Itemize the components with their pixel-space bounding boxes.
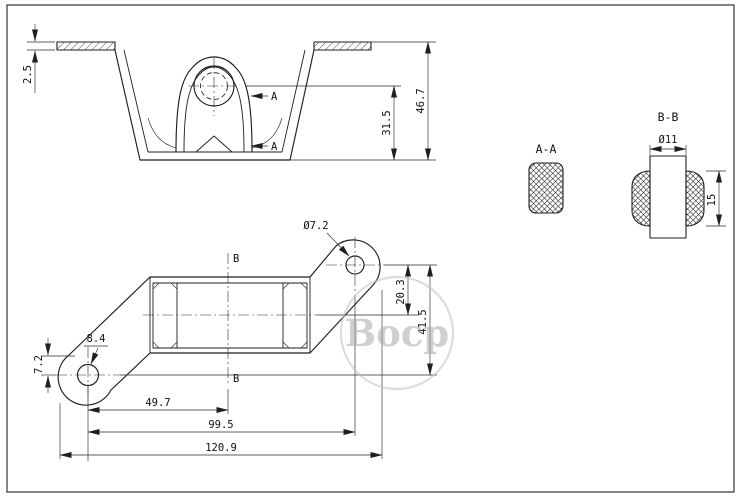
drawing-border bbox=[6, 4, 735, 493]
dim-hole-spacing: 99.5 bbox=[208, 419, 233, 431]
front-section-view: A A 2.5 31.5 46.7 bbox=[22, 24, 436, 161]
watermark-text: Bocp bbox=[345, 311, 449, 355]
dim-holes-vertical: 41.5 bbox=[417, 309, 429, 334]
bushing-end-chamfers bbox=[152, 282, 308, 349]
plan-view: B B Ø7.2 8.4 7.2 20.3 41.5 bbox=[33, 220, 437, 461]
section-a-label-top: A bbox=[271, 91, 278, 103]
right-flange-hatched bbox=[313, 41, 372, 51]
dim-center-to-base: 31.5 bbox=[381, 110, 393, 135]
dim-bushing-bore: Ø11 bbox=[659, 134, 678, 146]
left-flange-hatched bbox=[56, 41, 116, 51]
watermark: Bocp bbox=[339, 275, 455, 391]
bushing-rubber-left bbox=[631, 170, 651, 227]
section-b-cut-marks: B B bbox=[233, 253, 239, 385]
plan-view-callouts: Ø7.2 8.4 bbox=[84, 220, 350, 365]
dim-flange-thickness: 2.5 bbox=[22, 65, 34, 84]
section-b-b-title: B-B bbox=[658, 110, 679, 124]
dim-left-hole-to-axis: 49.7 bbox=[145, 397, 170, 409]
rubber-pad-section bbox=[528, 162, 564, 214]
watermark-circle bbox=[339, 275, 455, 391]
section-b-label-bottom: B bbox=[233, 373, 239, 385]
section-a-a-title: A-A bbox=[536, 142, 557, 156]
callout-right-hole-diameter: Ø7.2 bbox=[303, 220, 328, 232]
bushing-sleeve bbox=[649, 155, 687, 239]
plan-view-dimensions: 7.2 20.3 41.5 49.7 99.5 120.9 bbox=[33, 264, 437, 461]
callout-left-hole-size: 8.4 bbox=[87, 333, 106, 345]
section-b-b: B-B Ø11 15 bbox=[631, 110, 726, 239]
section-a-label-bottom: A bbox=[271, 141, 278, 153]
dim-overall-length: 120.9 bbox=[205, 442, 237, 454]
dim-bushing-height: 15 bbox=[706, 194, 718, 207]
dim-hole-to-center: 20.3 bbox=[395, 279, 407, 304]
section-a-a: A-A bbox=[528, 142, 564, 214]
dim-left-offset: 7.2 bbox=[33, 355, 45, 374]
bracket-outline bbox=[56, 41, 372, 161]
section-a-cut-marks: A A bbox=[250, 91, 278, 153]
bushing-rubber-right bbox=[685, 170, 705, 227]
section-b-label-top: B bbox=[233, 253, 239, 265]
plate-outline bbox=[56, 237, 384, 406]
dim-overall-height: 46.7 bbox=[415, 88, 427, 113]
front-view-dimensions: 2.5 31.5 46.7 bbox=[22, 24, 436, 161]
